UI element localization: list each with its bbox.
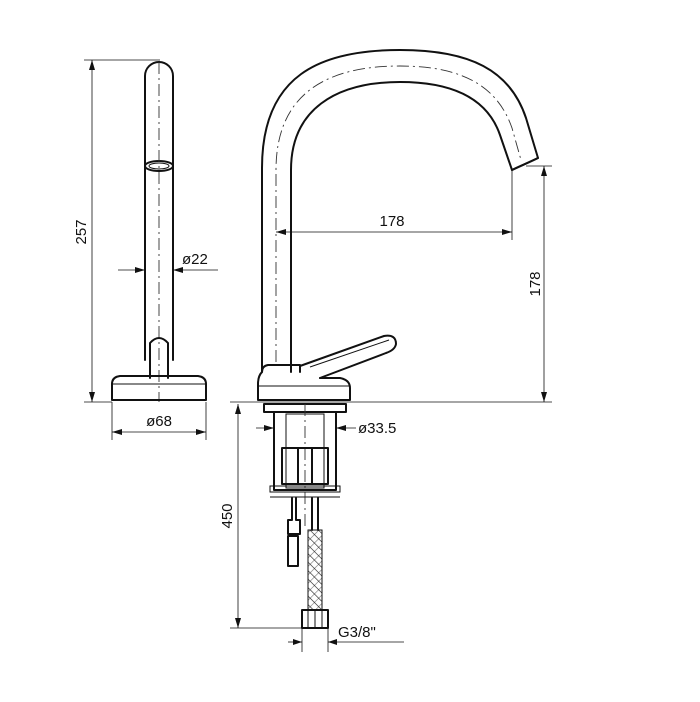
dimension-178-reach-label: 178 xyxy=(379,213,404,230)
dimension-68-label: ø68 xyxy=(146,413,172,430)
dimension-hose-length: 450 xyxy=(219,404,302,629)
front-view xyxy=(257,49,539,401)
dimension-total-height: 257 xyxy=(73,59,160,403)
side-view-base xyxy=(111,375,207,401)
dimension-spout-height: 178 xyxy=(526,165,552,402)
front-view-base xyxy=(257,364,351,401)
side-view xyxy=(111,61,207,402)
dimension-spout-reach: 178 xyxy=(276,168,513,240)
dimension-tube-diameter: ø22 xyxy=(118,251,218,273)
dimension-257-label: 257 xyxy=(73,219,90,244)
dimension-22-label: ø22 xyxy=(182,251,208,268)
dimension-shank-diameter: ø33.5 xyxy=(256,420,396,437)
front-view-lever xyxy=(299,334,397,379)
side-view-lever xyxy=(149,337,169,379)
dimension-33-5-label: ø33.5 xyxy=(358,420,396,437)
dimension-hose-thread: G3/8" xyxy=(288,624,404,652)
dimension-base-diameter: ø68 xyxy=(111,402,207,440)
dimension-g3-8-label: G3/8" xyxy=(338,624,376,641)
front-view-spout xyxy=(261,49,539,373)
mounting-assembly xyxy=(263,403,347,629)
dimension-178-height-label: 178 xyxy=(527,271,544,296)
fixing-nut xyxy=(281,447,329,485)
dimension-450-label: 450 xyxy=(219,503,236,528)
